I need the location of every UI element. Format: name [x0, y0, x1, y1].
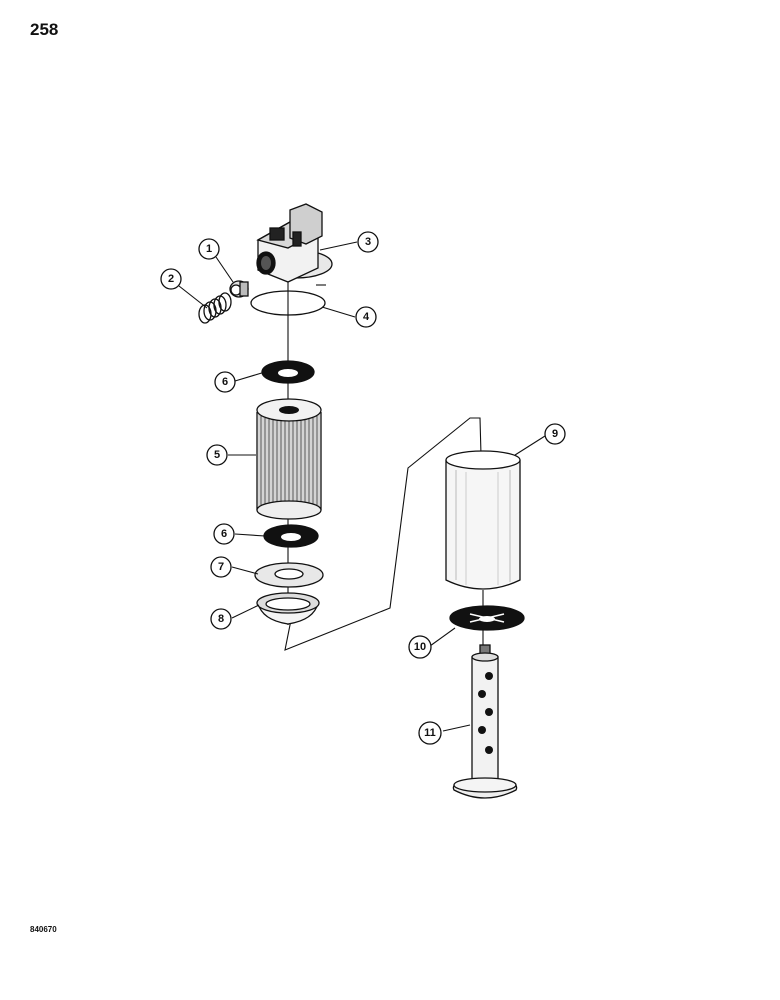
spring	[198, 292, 232, 324]
callout-3-label: 3	[365, 236, 371, 248]
callout-11: 11	[418, 721, 442, 745]
cup	[256, 592, 320, 625]
seal-upper	[261, 360, 315, 384]
callout-2-label: 2	[168, 273, 174, 285]
callout-4-label: 4	[363, 311, 370, 323]
valve	[229, 280, 249, 298]
callout-2: 2	[160, 268, 182, 290]
callout-7-label: 7	[218, 561, 224, 573]
callout-11-label: 11	[424, 727, 436, 739]
callout-1: 1	[198, 238, 220, 260]
callout-10-label: 10	[414, 641, 426, 653]
washer	[254, 562, 324, 588]
callout-8-label: 8	[218, 613, 224, 625]
callout-5: 5	[206, 444, 228, 466]
callout-3: 3	[357, 231, 379, 253]
callout-1-label: 1	[206, 243, 212, 255]
o-ring	[250, 290, 326, 316]
routing-line	[284, 417, 482, 651]
page-number: 258	[30, 20, 59, 39]
callout-6-lower-label: 6	[221, 528, 227, 540]
callout-9-label: 9	[552, 428, 558, 440]
callout-6-upper: 6	[214, 371, 236, 393]
callout-8: 8	[210, 608, 232, 630]
callout-4: 4	[355, 306, 377, 328]
callout-10: 10	[408, 635, 432, 659]
baffle-disc	[449, 605, 525, 631]
callout-5-label: 5	[214, 449, 220, 461]
standpipe	[452, 644, 518, 799]
callout-7: 7	[210, 556, 232, 578]
figure-code: 840670	[30, 925, 57, 934]
filter-head	[256, 203, 333, 286]
bowl	[445, 450, 521, 590]
callout-6-lower: 6	[213, 523, 235, 545]
callout-9: 9	[544, 423, 566, 445]
seal-lower	[263, 524, 319, 548]
callout-6-upper-label: 6	[222, 376, 228, 388]
filter-element	[256, 398, 322, 520]
